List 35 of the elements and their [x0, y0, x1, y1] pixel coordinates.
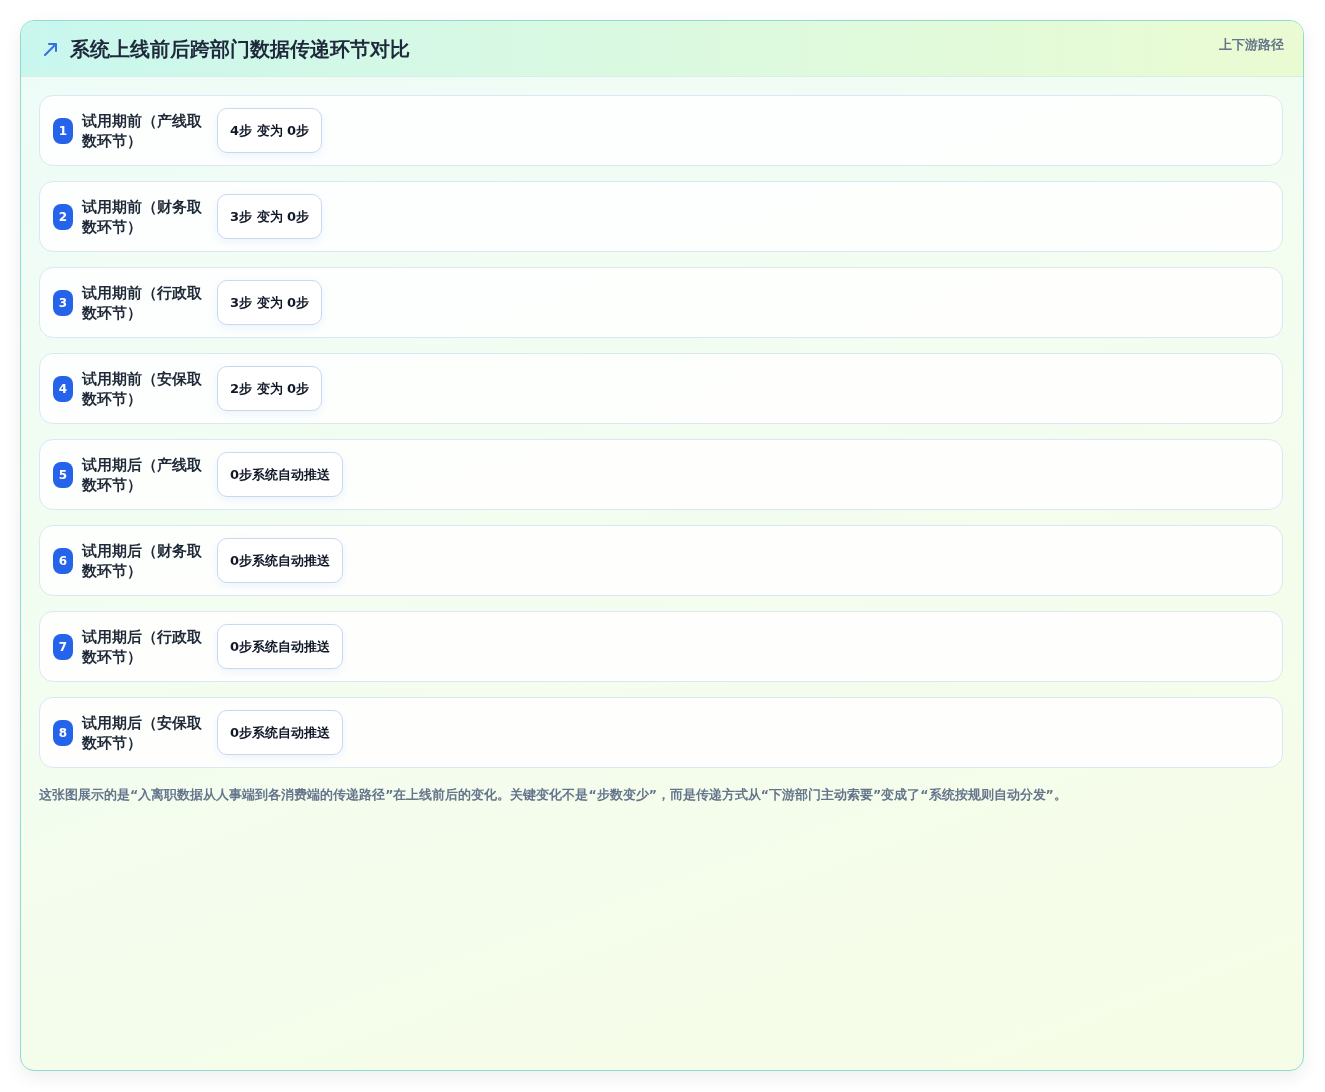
step-count-tag: 4步 变为 0步: [217, 108, 323, 153]
step-number-badge: 7: [53, 633, 73, 660]
list-row: [39, 439, 1283, 510]
step-number-badge: 1: [53, 117, 73, 144]
row-label: 试用期前（行政取数环节）: [82, 282, 203, 323]
step-number-badge: 8: [53, 719, 73, 746]
title: 系统上线前后跨部门数据传递环节对比: [70, 37, 410, 61]
list-row: [39, 181, 1283, 252]
caption: 这张图展示的是“入离职数据从人事端到各消费端的传递路径”在上线前后的变化。关键变化不是“步数变少”，而是传递方式从“下游部门主动索要”变成了“系统按规则自动分发”。: [39, 786, 1067, 804]
tag-label: 上下游路径: [1219, 36, 1284, 54]
step-count-tag: 3步 变为 0步: [217, 194, 323, 239]
row-label: 试用期前（安保取数环节）: [82, 368, 203, 409]
step-number-badge: 6: [53, 547, 73, 574]
list-row: [39, 95, 1283, 166]
row-label: 试用期后（产线取数环节）: [82, 454, 203, 495]
list-row: [39, 697, 1283, 768]
list-row: [39, 611, 1283, 682]
step-count-tag: 2步 变为 0步: [217, 366, 323, 411]
row-label: 试用期后（财务取数环节）: [82, 540, 203, 581]
step-number-badge: 3: [53, 289, 73, 316]
list-row: [39, 525, 1283, 596]
row-label: 试用期后（安保取数环节）: [82, 712, 203, 753]
step-count-tag: 3步 变为 0步: [217, 280, 323, 325]
step-count-tag: 0步系统自动推送: [217, 624, 344, 669]
row-label: 试用期前（财务取数环节）: [82, 196, 203, 237]
list-row: [39, 267, 1283, 338]
step-number-badge: 4: [53, 375, 73, 402]
step-count-tag: 0步系统自动推送: [217, 710, 344, 755]
row-label: 试用期前（产线取数环节）: [82, 110, 203, 151]
step-count-tag: 0步系统自动推送: [217, 538, 344, 583]
step-count-tag: 0步系统自动推送: [217, 452, 344, 497]
list-row: [39, 353, 1283, 424]
step-number-badge: 5: [53, 461, 73, 488]
step-number-badge: 2: [53, 203, 73, 230]
row-label: 试用期后（行政取数环节）: [82, 626, 203, 667]
